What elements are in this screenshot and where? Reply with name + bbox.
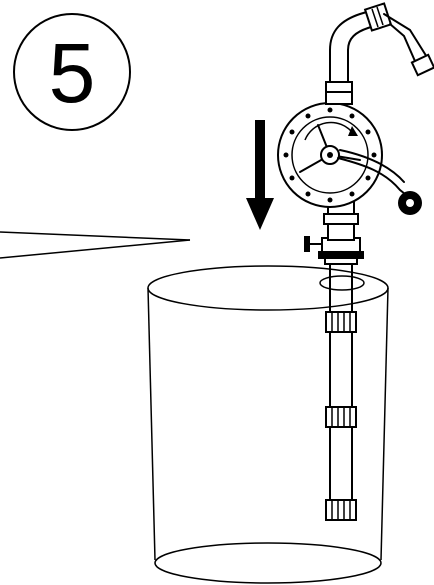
thumb-screw-icon: [304, 236, 310, 252]
rotation-arrow-icon: [304, 121, 353, 141]
discharge-spout: [329, 2, 434, 77]
bung-adapter: [304, 236, 364, 265]
callout-leader: [0, 231, 191, 259]
tube-coupling: [325, 406, 357, 428]
tube-coupling: [325, 499, 357, 521]
rotary-hand-pump: [277, 102, 383, 208]
crank-handle: [337, 149, 422, 215]
flange-bolt-holes: [283, 107, 377, 203]
step-number: 5: [49, 26, 96, 120]
drum: [147, 265, 389, 584]
step-circle: [13, 13, 131, 131]
discharge-pipe: [325, 49, 353, 105]
drum-bung-opening: [319, 275, 365, 291]
suction-tube: [325, 261, 357, 521]
step-badge: 5: [13, 13, 131, 131]
arrow-down-icon: [246, 120, 274, 230]
tube-coupling: [325, 311, 357, 333]
